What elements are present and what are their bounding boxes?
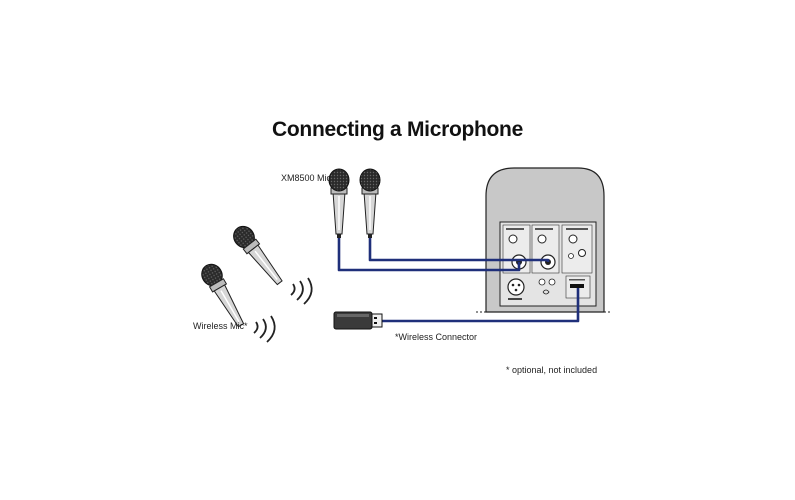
xm8500-mic-label: XM8500 Mic bbox=[281, 173, 332, 183]
cable-wireless-connector bbox=[382, 288, 580, 323]
diagram-title: Connecting a Microphone bbox=[272, 118, 523, 141]
wireless-mic-label: Wireless Mic* bbox=[193, 321, 248, 331]
wireless-usb-connector-icon bbox=[333, 311, 383, 330]
cables bbox=[337, 234, 580, 323]
cable-mic-2 bbox=[368, 234, 550, 262]
signal-waves-upper bbox=[290, 277, 313, 305]
footnote: * optional, not included bbox=[506, 365, 598, 375]
speaker-cabinet bbox=[476, 167, 612, 313]
wireless-mic-lower bbox=[201, 263, 245, 328]
cable-mic-1 bbox=[337, 234, 521, 272]
wireless-connector-label: *Wireless Connector bbox=[395, 332, 478, 342]
signal-waves-lower bbox=[253, 315, 276, 343]
xm8500-mic-right bbox=[359, 168, 381, 238]
xm8500-mic-left bbox=[328, 168, 350, 238]
wireless-mic-upper bbox=[233, 225, 283, 286]
